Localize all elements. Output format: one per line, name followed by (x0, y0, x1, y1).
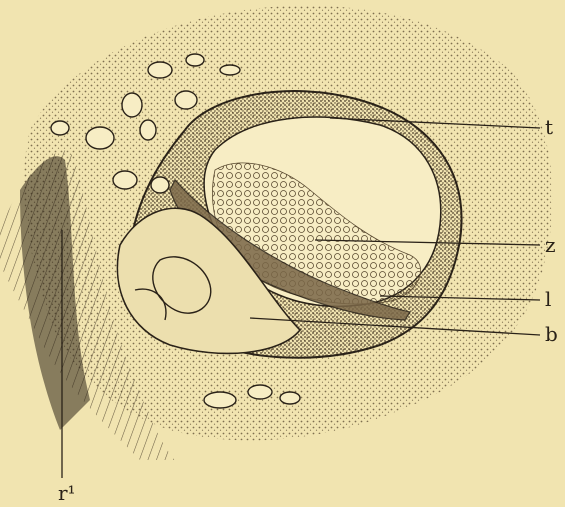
vacuole (151, 177, 169, 193)
vacuole (204, 392, 236, 408)
vacuole (148, 62, 172, 78)
label-l: l (545, 287, 551, 311)
vacuole (248, 385, 272, 399)
vacuole (113, 171, 137, 189)
vacuole (175, 91, 197, 109)
label-r1: r¹ (58, 481, 76, 505)
vacuole (122, 93, 142, 117)
label-b: b (545, 322, 558, 346)
vacuole (140, 120, 156, 140)
label-t: t (545, 115, 553, 139)
vacuole (86, 127, 114, 149)
vacuole (51, 121, 69, 135)
vacuole (280, 392, 300, 404)
label-z: z (545, 233, 556, 257)
vacuole (186, 54, 204, 66)
vacuole (220, 65, 240, 75)
